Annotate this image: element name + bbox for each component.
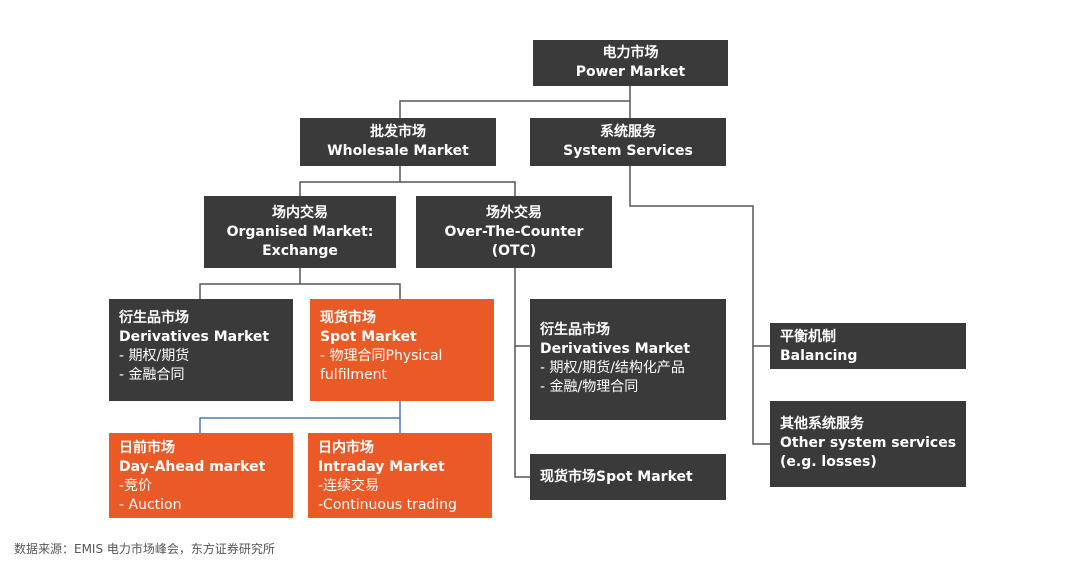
connector-system-balancing [629, 166, 770, 347]
derivatives-left-item: - 金融合同 [119, 367, 185, 383]
derivatives-otc-item: - 期权/期货/结构化产品 [540, 360, 685, 376]
day-ahead-item: - Auction [119, 497, 182, 513]
day-ahead-item: -竞价 [119, 478, 153, 494]
wholesale-market-node: 批发市场 Wholesale Market [300, 118, 496, 166]
intraday-market-node: 日内市场 Intraday Market -连续交易 -Continuous t… [308, 433, 492, 518]
organised-zh: 场内交易 [272, 204, 328, 221]
day-ahead-en: Day-Ahead market [119, 459, 266, 475]
connector-spot-children [199, 417, 401, 433]
spot-left-zh: 现货市场 [320, 310, 376, 326]
connector-power-wholesale [399, 86, 631, 118]
system-services-en: System Services [563, 143, 693, 159]
intraday-item: -连续交易 [318, 478, 380, 494]
spot-left-en: Spot Market [320, 329, 417, 345]
derivatives-otc-zh: 衍生品市场 [540, 322, 610, 338]
other-services-en1: Other system services [780, 435, 957, 451]
otc-node: 场外交易 Over-The-Counter (OTC) [416, 196, 612, 268]
spot-market-left-node: 现货市场 Spot Market - 物理合同Physical fulfilme… [310, 299, 494, 401]
connector-otc-derivatives [514, 268, 530, 347]
otc-en2: (OTC) [491, 242, 537, 259]
connector-otc-spot [514, 346, 530, 478]
day-ahead-zh: 日前市场 [119, 440, 175, 456]
intraday-item: -Continuous trading [318, 497, 457, 513]
balancing-node: 平衡机制 Balancing [770, 323, 966, 369]
spot-market-otc-node: 现货市场Spot Market [530, 454, 726, 500]
derivatives-left-item: - 期权/期货 [119, 348, 190, 364]
other-services-zh: 其他系统服务 [780, 416, 864, 432]
connector-organised-children [199, 283, 401, 299]
organised-en2: Exchange [262, 242, 338, 259]
derivatives-market-left-node: 衍生品市场 Derivatives Market - 期权/期货 - 金融合同 [109, 299, 293, 401]
organised-market-node: 场内交易 Organised Market: Exchange [204, 196, 396, 268]
source-note: 数据来源：EMIS 电力市场峰会，东方证券研究所 [14, 542, 275, 556]
other-system-services-node: 其他系统服务 Other system services (e.g. losse… [770, 401, 966, 487]
spot-left-item: - 物理合同Physical [320, 348, 443, 364]
wholesale-en: Wholesale Market [327, 143, 469, 159]
spot-left-item: fulfilment [320, 367, 388, 383]
derivatives-market-otc-node: 衍生品市场 Derivatives Market - 期权/期货/结构化产品 -… [530, 299, 726, 420]
power-market-node: 电力市场 Power Market [533, 40, 728, 86]
power-market-en: Power Market [575, 64, 686, 80]
intraday-zh: 日内市场 [318, 440, 374, 456]
otc-zh: 场外交易 [486, 204, 542, 221]
organised-en1: Organised Market: [226, 223, 374, 240]
system-services-node: 系统服务 System Services [530, 118, 726, 166]
otc-en1: Over-The-Counter [444, 223, 584, 240]
system-services-zh: 系统服务 [600, 124, 656, 140]
power-market-zh: 电力市场 [602, 45, 659, 61]
balancing-zh: 平衡机制 [780, 329, 836, 345]
balancing-en: Balancing [780, 348, 858, 364]
spot-otc-label: 现货市场Spot Market [540, 468, 693, 485]
connector-system-other [752, 346, 770, 445]
intraday-en: Intraday Market [318, 459, 445, 475]
derivatives-left-en: Derivatives Market [119, 329, 270, 345]
derivatives-otc-en: Derivatives Market [540, 341, 691, 357]
derivatives-otc-item: - 金融/物理合同 [540, 379, 639, 395]
wholesale-zh: 批发市场 [370, 124, 426, 140]
connector-wholesale-children [299, 181, 516, 196]
day-ahead-market-node: 日前市场 Day-Ahead market -竞价 - Auction [109, 433, 293, 518]
other-services-en2: (e.g. losses) [780, 454, 877, 470]
derivatives-left-zh: 衍生品市场 [119, 310, 189, 326]
